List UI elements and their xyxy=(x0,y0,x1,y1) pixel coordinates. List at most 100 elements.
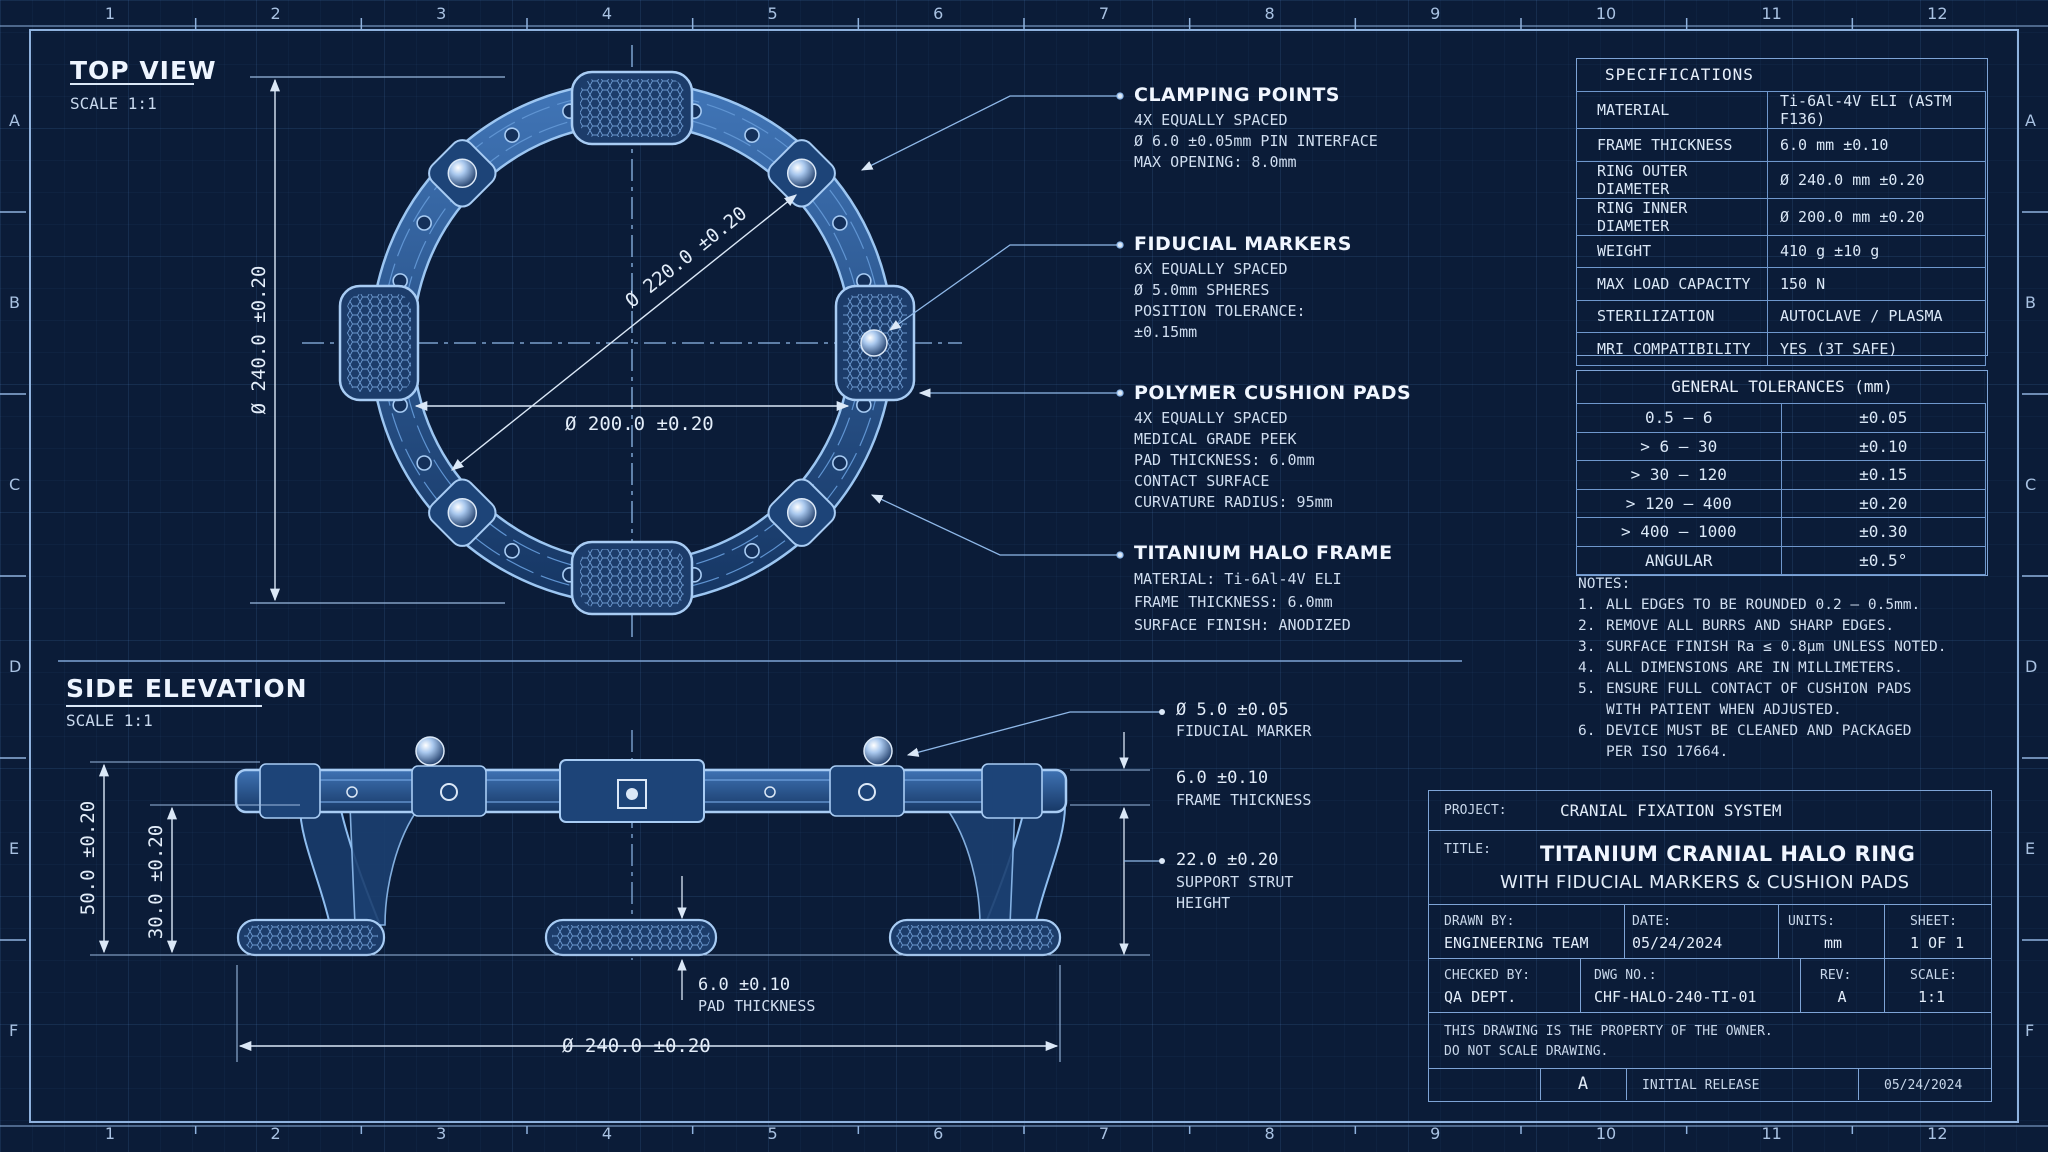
grid-column-label: 10 xyxy=(1595,4,1617,23)
note-text: WITH PATIENT WHEN ADJUSTED. xyxy=(1606,702,1842,718)
callout-line: CONTACT SURFACE xyxy=(1134,472,1270,490)
cushion-pad-top xyxy=(570,70,694,146)
side-elevation-drawing xyxy=(90,709,1165,1062)
grid-column-label: 2 xyxy=(270,1124,281,1143)
clamping-point xyxy=(428,478,497,547)
frame-dim-label: 6.0 ±0.10 xyxy=(1176,768,1269,788)
diagonal-diameter-label: Ø 220.0 ±0.20 xyxy=(621,202,751,312)
sheet-value: 1 OF 1 xyxy=(1910,934,1965,952)
outer-diameter-label: Ø 240.0 ±0.20 xyxy=(248,266,270,415)
pad-thickness-label: PAD THICKNESS xyxy=(698,997,816,1015)
callout-title: POLYMER CUSHION PADS xyxy=(1134,382,1412,404)
spec-key: MAX LOAD CAPACITY xyxy=(1576,267,1768,301)
clamping-point xyxy=(428,139,497,208)
grid-column-label: 12 xyxy=(1927,4,1948,23)
tolerance-value: ±0.10 xyxy=(1780,431,1986,461)
grid-row-label: C xyxy=(2025,475,2037,494)
callout-line: PAD THICKNESS: 6.0mm xyxy=(1134,451,1315,469)
tolerance-value: ±0.05 xyxy=(1780,403,1986,433)
callout-leaders xyxy=(860,92,1124,559)
callout-title: CLAMPING POINTS xyxy=(1134,84,1340,106)
cushion-pad-left xyxy=(338,284,420,402)
sheet-label: SHEET: xyxy=(1910,914,1957,929)
grid-row-label: B xyxy=(9,293,20,312)
rev-label: REV: xyxy=(1820,968,1852,983)
frame-thickness-label: FRAME THICKNESS xyxy=(1176,791,1312,809)
drawing-title-line1: TITANIUM CRANIAL HALO RING xyxy=(1540,842,1916,866)
callout-line: MAX OPENING: 8.0mm xyxy=(1134,153,1297,171)
callout-line: 4X EQUALLY SPACED xyxy=(1134,409,1288,427)
date-label: DATE: xyxy=(1632,914,1672,929)
note-text: ENSURE FULL CONTACT OF CUSHION PADS xyxy=(1606,681,1912,697)
grid-column-label: 5 xyxy=(767,1124,778,1143)
property-line2: DO NOT SCALE DRAWING. xyxy=(1444,1044,1609,1059)
grid-column-label: 11 xyxy=(1761,4,1782,23)
grid-column-label: 7 xyxy=(1098,4,1110,23)
spec-key: RING OUTER DIAMETER xyxy=(1576,160,1768,199)
drawing-title-line2: WITH FIDUCIAL MARKERS & CUSHION PADS xyxy=(1500,872,1910,893)
strut-label-line1: SUPPORT STRUT xyxy=(1176,873,1294,891)
tolerance-range: ANGULAR xyxy=(1576,545,1782,575)
callout-line: MEDICAL GRADE PEEK xyxy=(1134,430,1297,448)
grid-column-label: 4 xyxy=(601,1124,613,1143)
grid-column-label: 8 xyxy=(1264,1124,1275,1143)
grid-row-label: E xyxy=(2025,839,2036,858)
tolerance-range: > 6 – 30 xyxy=(1576,431,1782,461)
grid-column-label: 6 xyxy=(933,4,944,23)
tolerance-value: ±0.30 xyxy=(1780,517,1986,547)
note-number: 1. xyxy=(1578,597,1596,613)
callout-line: MATERIAL: Ti-6Al-4V ELI xyxy=(1134,570,1342,588)
tolerance-value: ±0.15 xyxy=(1780,460,1986,490)
tolerance-range: > 400 – 1000 xyxy=(1576,517,1782,547)
ring-bolt-hole xyxy=(504,543,520,559)
checked-by-value: QA DEPT. xyxy=(1444,988,1517,1006)
grid-row-label: D xyxy=(2025,657,2038,676)
note-line: 6.DEVICE MUST BE CLEANED AND PACKAGED xyxy=(1578,721,1946,742)
spec-value: AUTOCLAVE / PLASMA xyxy=(1767,299,1986,333)
note-number: 5. xyxy=(1578,681,1596,697)
callout-line: CURVATURE RADIUS: 95mm xyxy=(1134,493,1333,511)
callout-line: FRAME THICKNESS: 6.0mm xyxy=(1134,593,1333,611)
grid-row-label: D xyxy=(9,657,22,676)
cushion-pad-bottom xyxy=(570,540,694,616)
spec-key: RING INNER DIAMETER xyxy=(1576,197,1768,236)
grid-column-label: 3 xyxy=(436,4,447,23)
grid-column-label: 6 xyxy=(933,1124,944,1143)
note-text: DEVICE MUST BE CLEANED AND PACKAGED xyxy=(1606,723,1912,739)
tolerance-range: 0.5 – 6 xyxy=(1576,403,1782,433)
scale-label: SCALE: xyxy=(1910,968,1957,983)
callout-line: SURFACE FINISH: ANODIZED xyxy=(1134,616,1351,634)
callout-line: Ø 6.0 ±0.05mm PIN INTERFACE xyxy=(1134,132,1378,150)
note-line: PER ISO 17664. xyxy=(1578,742,1946,763)
ring-bolt-hole xyxy=(744,127,760,143)
project-label: PROJECT: xyxy=(1444,803,1507,818)
note-number xyxy=(1578,742,1606,763)
clamping-point xyxy=(767,478,836,547)
grid-column-label: 9 xyxy=(1430,1124,1441,1143)
note-text: ALL DIMENSIONS ARE IN MILLIMETERS. xyxy=(1606,660,1903,676)
callout-clamping-points: CLAMPING POINTS 4X EQUALLY SPACED Ø 6.0 … xyxy=(1134,84,1378,173)
side-view-scale: SCALE 1:1 xyxy=(66,711,153,730)
tolerance-range: > 30 – 120 xyxy=(1576,460,1782,490)
tolerances-title: GENERAL TOLERANCES (mm) xyxy=(1671,377,1893,396)
units-label: UNITS: xyxy=(1788,914,1835,929)
spec-key: WEIGHT xyxy=(1576,234,1768,268)
strut-height-label: 30.0 ±0.20 xyxy=(145,825,167,939)
note-number: 2. xyxy=(1578,618,1596,634)
ring-bolt-hole xyxy=(832,215,848,231)
drawn-by-label: DRAWN BY: xyxy=(1444,914,1515,929)
inner-diameter-label: Ø 200.0 ±0.20 xyxy=(565,413,714,435)
callout-titanium-halo-frame: TITANIUM HALO FRAME MATERIAL: Ti-6Al-4V … xyxy=(1134,542,1393,637)
strut-label-line2: HEIGHT xyxy=(1176,894,1231,912)
ring-bolt-hole xyxy=(416,215,432,231)
grid-tick-marks xyxy=(0,18,2048,1134)
checked-by-label: CHECKED BY: xyxy=(1444,968,1531,983)
ring-bolt-hole xyxy=(504,127,520,143)
